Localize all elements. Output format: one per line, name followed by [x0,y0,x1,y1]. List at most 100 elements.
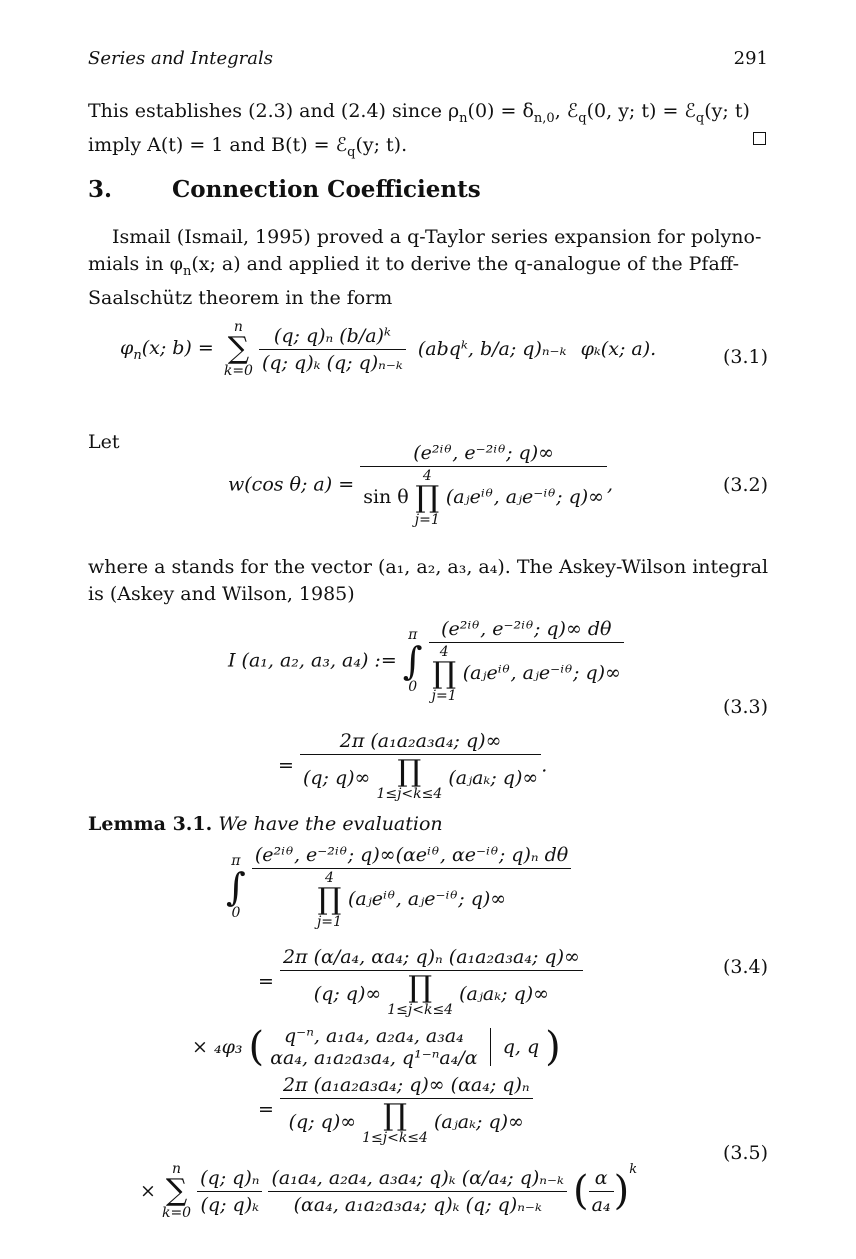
sum2-upper: n [172,1161,182,1177]
eq31-lhs: φ [120,337,134,359]
eq35-times: × [140,1180,156,1202]
paragraph-askey-wilson: where a stands for the vector (a₁, a₂, a… [88,554,772,608]
page: Series and Integrals 291 This establishe… [88,48,772,1238]
product-symbol-6: ∏1≤j<k≤4 [362,1098,428,1146]
eq34-fraction-2: 2π (α/a₄, αa₄; q)ₙ (a₁a₂a₃a₄; q)∞ (q; q)… [279,946,583,1018]
intro-text-c: , ℰ [554,100,579,122]
lemma-3-1: Lemma 3.1. We have the evaluation [88,813,443,835]
eq31-frac-num: (q; q)ₙ (b/a)ᵏ [273,324,391,347]
eq34-number: (3.4) [722,956,768,978]
equation-3-3: I (a₁, a₂, a₃, a₄) := π∫0 (e²ⁱᶿ, e⁻²ⁱᶿ; … [88,618,772,802]
phi-top-params: q⁻ⁿ, a₁a₄, a₂a₄, a₃a₄ [284,1025,464,1047]
phi-bottom-params: αa₄, a₁a₂a₃a₄, q¹⁻ⁿa₄/α [270,1047,478,1069]
section-number: 3. [88,176,113,203]
eq33-lhs: I (a₁, a₂, a₃, a₄) := [228,649,397,672]
product-symbol: 4∏j=1 [414,468,440,528]
prod3-lower: 1≤j<k≤4 [376,786,443,802]
product-symbol-3: ∏1≤j<k≤4 [376,754,443,802]
eq35-f2-den: (αa₄, a₁a₂a₃a₄; q)ₖ (q; q)ₙ₋ₖ [268,1190,567,1216]
prod4-upper: 4 [324,870,334,886]
eq33-den2: (q; q)∞ ∏1≤j<k≤4 (aⱼaₖ; q)∞ [299,754,542,802]
eq32-den: sin θ 4∏j=1 (aⱼeⁱᶿ, aⱼe⁻ⁱᶿ; q)∞ [360,466,607,527]
eq35-exponent: k [629,1162,638,1177]
eq31-lhs-sub: n [133,347,142,363]
left-paren-2: ( [573,1168,589,1214]
equation-3-1: φn(x; b) = n∑k=0 (q; q)ₙ (b/a)ᵏ(q; q)ₖ (… [88,320,772,394]
phi-argument: q, q [502,1036,540,1058]
intro-text-f: imply A(t) = 1 and B(t) = ℰ [88,133,348,156]
sum-symbol: n∑k=0 [223,319,253,379]
let-label: Let [88,431,120,453]
prod4-lower: j=1 [316,914,342,930]
para1-sub: n [182,263,192,279]
right-paren: ) [545,1024,561,1070]
eq33-num2: 2π (a₁a₂a₃a₄; q)∞ [339,730,502,752]
eq34-den1-text: (aⱼeⁱᶿ, aⱼe⁻ⁱᶿ; q)∞ [347,888,507,910]
int-upper: π [408,626,418,643]
sum2-lower: k=0 [161,1205,192,1221]
eq34-fraction-1: (e²ⁱᶿ, e⁻²ⁱᶿ; q)∞(αeⁱᶿ, αe⁻ⁱᶿ; q)ₙ dθ 4∏… [251,844,572,930]
product-symbol-5: ∏1≤j<k≤4 [387,970,454,1018]
para1-line2b: (x; a) and applied it to derive the q-an… [191,253,740,275]
intro-text-b: (0) = δ [467,100,534,122]
eq31-frac-den: (q; q)ₖ (q; q)ₙ₋ₖ [259,348,406,374]
eq33-den1: 4∏j=1 (aⱼeⁱᶿ, aⱼe⁻ⁱᶿ; q)∞ [428,642,624,704]
section-title: Connection Coefficients [172,176,481,203]
prod-lower: j=1 [414,512,440,528]
para1-line2: mials in φ [88,253,183,275]
para2-line1: where a stands for the vector (a₁, a₂, a… [88,556,769,578]
int2-lower: 0 [231,904,241,921]
eq31-number: (3.1) [722,346,768,368]
eq35-f2-num: (a₁a₄, a₂a₄, a₃a₄; q)ₖ (α/a₄; q)ₙ₋ₖ [271,1166,564,1189]
eq35-number: (3.5) [722,1142,768,1164]
eq31-tail: φₖ(x; a). [580,338,657,360]
page-number: 291 [733,48,768,69]
eq33-den2-a: (q; q)∞ [302,767,371,789]
eq35-num: 2π (a₁a₂a₃a₄; q)∞ (αa₄; q)ₙ [282,1074,530,1096]
eq35-equals: = [258,1098,274,1121]
eq33-fraction-2: 2π (a₁a₂a₃a₄; q)∞ (q; q)∞ ∏1≤j<k≤4 (aⱼaₖ… [299,730,542,802]
eq33-den1-text: (aⱼeⁱᶿ, aⱼe⁻ⁱᶿ; q)∞ [462,662,621,684]
eq34-den2-b: (aⱼaₖ; q)∞ [459,983,550,1005]
phi-separator [489,1028,491,1066]
eq32-num: (e²ⁱᶿ, e⁻²ⁱᶿ; q)∞ [413,442,554,464]
eq32-number: (3.2) [722,474,768,496]
lemma-text: We have the evaluation [218,813,443,835]
running-head-title: Series and Integrals [88,48,273,69]
intro-text-g: (y; t). [355,133,408,156]
sum-symbol-2: n∑k=0 [161,1161,192,1221]
eq33-equals: = [278,754,294,777]
eq34-num2: 2π (α/a₄, αa₄; q)ₙ (a₁a₂a₃a₄; q)∞ [282,946,580,968]
prod2-upper: 4 [439,644,449,660]
eq34-den2: (q; q)∞ ∏1≤j<k≤4 (aⱼaₖ; q)∞ [279,970,583,1018]
intro-sub-a: n [459,110,468,126]
eq35-f3-den: a₄ [588,1190,614,1216]
para1-line3: Saalschütz theorem in the form [88,286,393,309]
eq34-equals: = [258,970,274,993]
eq32-den-pre: sin θ [363,486,409,508]
equation-3-4: π∫0 (e²ⁱᶿ, e⁻²ⁱᶿ; q)∞(αeⁱᶿ, αe⁻ⁱᶿ; q)ₙ d… [88,844,772,1074]
sum-lower: k=0 [223,363,253,379]
eq34-den1: 4∏j=1 (aⱼeⁱᶿ, aⱼe⁻ⁱᶿ; q)∞ [251,868,572,930]
eq32-den-post: (aⱼeⁱᶿ, aⱼe⁻ⁱᶿ; q)∞ [445,486,604,508]
qed-square [753,132,766,145]
intro-sub-e: q [347,144,356,160]
eq35-f1-den: (q; q)ₖ [197,1190,263,1216]
intro-sub-b: n,0 [533,110,555,126]
intro-sub-d: q [695,110,705,126]
intro-sub-c: q [578,110,587,126]
integral-symbol-2: π∫0 [226,852,246,921]
prod5-lower: 1≤j<k≤4 [387,1002,454,1018]
eq35-fraction-2: (q; q)ₙ(q; q)ₖ [197,1167,263,1216]
eq32-tail: , [606,473,614,496]
eq35-den-b: (aⱼaₖ; q)∞ [434,1111,524,1133]
paragraph-ismail: Ismail (Ismail, 1995) proved a q-Taylor … [88,224,772,312]
product-symbol-4: 4∏j=1 [316,870,342,930]
prod-upper: 4 [422,468,432,484]
prod6-lower: 1≤j<k≤4 [362,1130,428,1146]
section-heading: 3. Connection Coefficients [88,176,481,203]
product-symbol-2: 4∏j=1 [431,644,457,704]
para2-line2: is (Askey and Wilson, 1985) [88,583,355,605]
